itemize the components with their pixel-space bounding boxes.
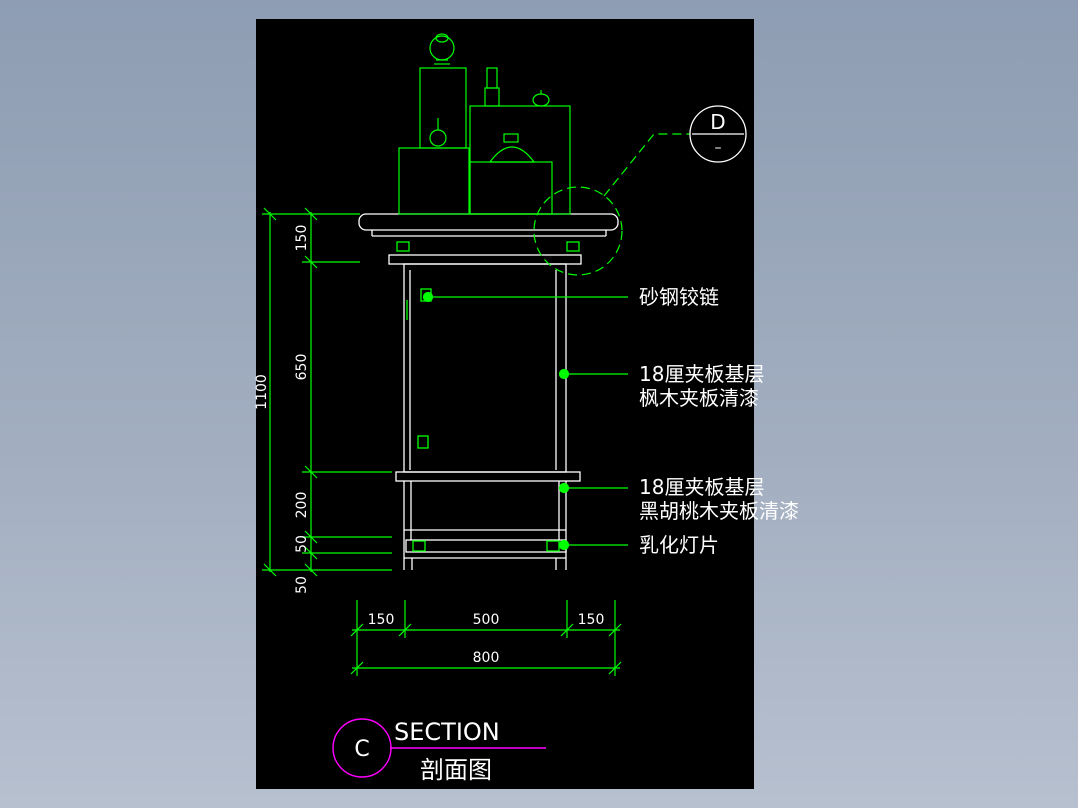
detail-marker-sub: –: [715, 140, 722, 156]
dim-v-segment-4: 50: [294, 535, 310, 553]
dim-h-segment-1: 150: [368, 612, 395, 628]
drawing-area: [256, 19, 754, 789]
annotation-walnut-line2: 黑胡桃木夹板清漆: [639, 499, 799, 523]
annotation-maple-line2: 枫木夹板清漆: [639, 386, 759, 410]
cabinet-section: [358, 213, 619, 570]
vertical-dimension-lines: [262, 207, 392, 577]
dim-v-segment-5: 50: [294, 576, 310, 594]
annotation-light-panel: 乳化灯片: [639, 533, 719, 557]
horizontal-dimension-lines: [350, 600, 622, 676]
detail-marker-letter: D: [710, 110, 725, 134]
dim-h-segment-2: 500: [473, 612, 500, 628]
detail-callout: [533, 133, 690, 276]
display-objects: [398, 33, 571, 215]
dim-v-segment-1: 150: [294, 225, 310, 252]
dim-v-segment-3: 200: [294, 492, 310, 519]
section-marker-letter: C: [354, 737, 369, 762]
dim-total-width: 800: [473, 650, 500, 666]
annotation-maple-line1: 18厘夹板基层: [639, 362, 764, 386]
dim-total-height: 1100: [254, 374, 270, 410]
annotation-hinge: 砂钢铰链: [639, 285, 719, 309]
dim-h-segment-3: 150: [578, 612, 605, 628]
annotation-walnut-line1: 18厘夹板基层: [639, 475, 764, 499]
detail-marker-circle: [689, 105, 747, 163]
section-title: SECTION: [394, 718, 500, 746]
section-subtitle: 剖面图: [420, 756, 492, 784]
annotation-leaders: [422, 291, 628, 551]
dim-v-segment-2: 650: [294, 354, 310, 381]
